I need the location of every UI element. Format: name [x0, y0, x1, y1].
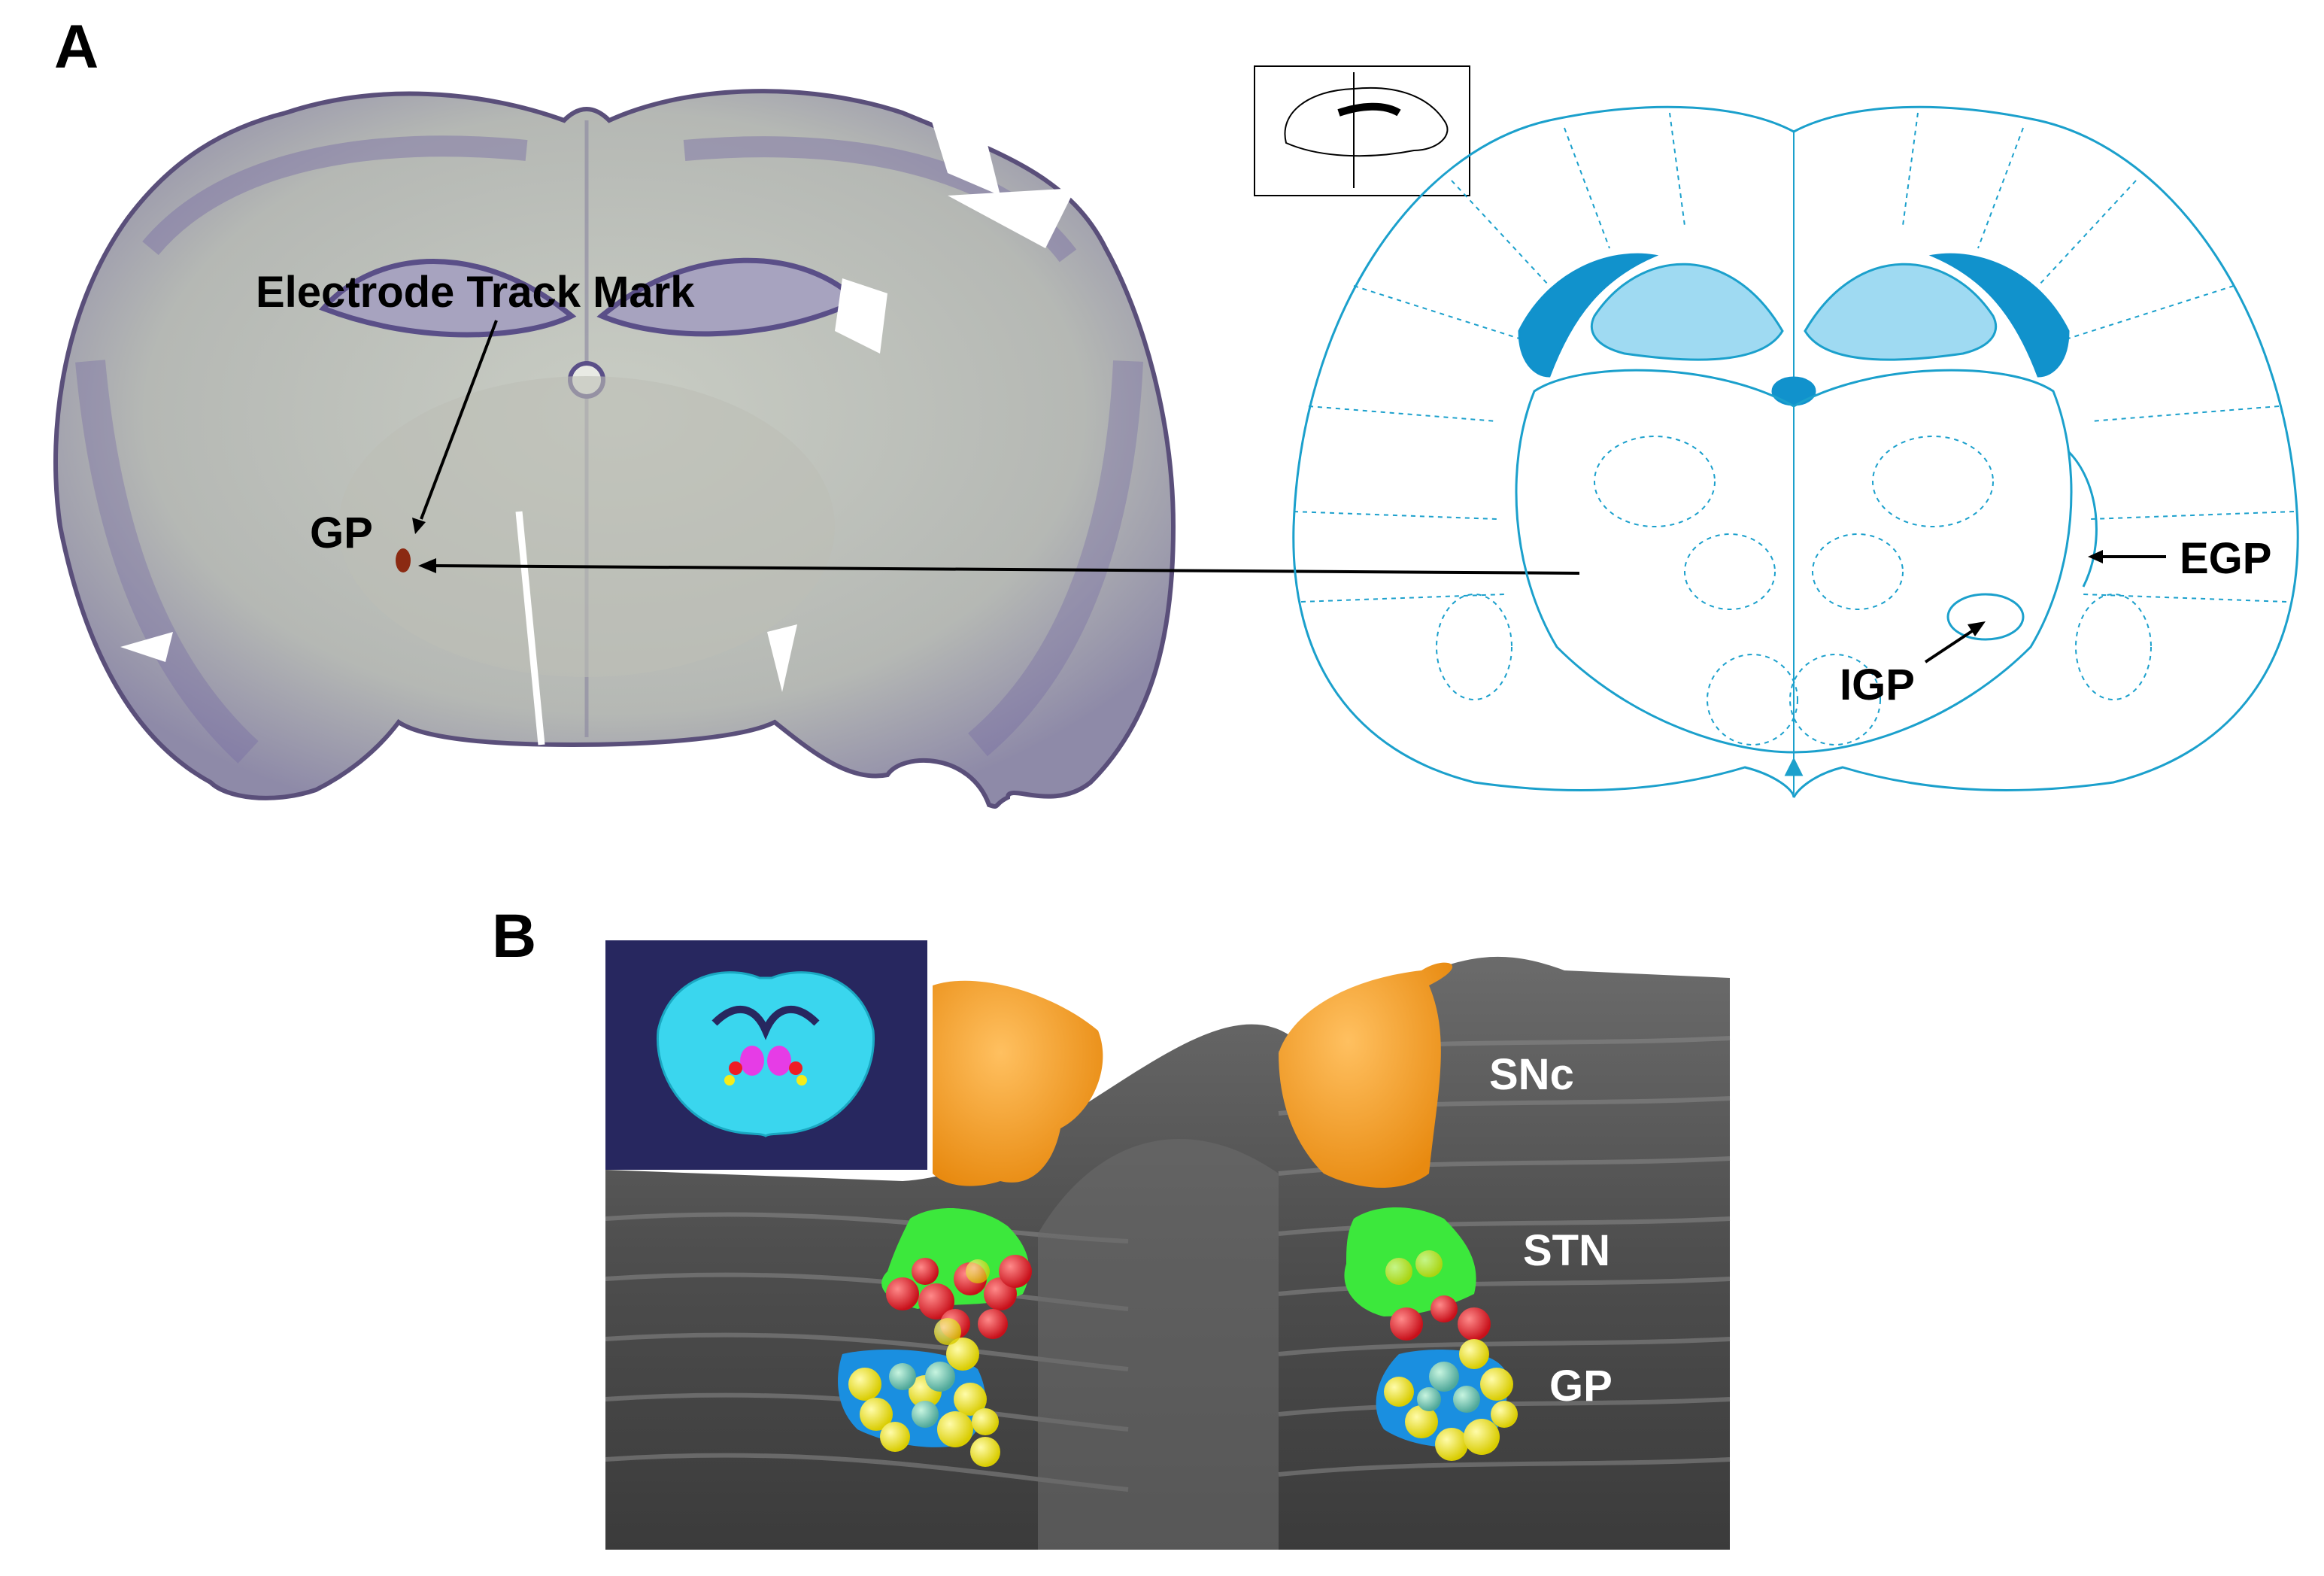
label-gp-3d: GP	[1549, 1362, 1613, 1411]
tissue-center-ridge	[1038, 1138, 1279, 1550]
correspondence-arrow-head	[418, 558, 436, 573]
histology-tear-2	[948, 188, 1076, 248]
atlas-thalamus-outline	[1515, 369, 2073, 754]
correspondence-arrow-line	[432, 564, 1580, 575]
histology-lesion-mark	[396, 548, 411, 572]
histology-outer-cortex-right	[968, 360, 1143, 757]
histology-tear-4	[120, 632, 173, 662]
histology-tear-1	[918, 75, 1000, 196]
atlas-plate	[1254, 65, 2299, 798]
track-pointer-line	[420, 320, 498, 520]
teal-markers	[889, 1362, 1480, 1428]
atlas-ventricle-right	[1928, 253, 2070, 378]
label-electrode-track: Electrode Track Mark	[256, 268, 695, 317]
inset-red-right	[789, 1061, 802, 1075]
atlas-egp-outline	[2067, 450, 2098, 588]
igp-pointer-line	[1924, 627, 1978, 663]
inset-magenta-left	[740, 1046, 764, 1076]
histology-section: Electrode Track Mark GP	[53, 75, 1176, 809]
atlas-cortex-lines-left	[1293, 112, 1685, 603]
egp-pointer-head	[2088, 550, 2103, 563]
histology-hippocampus-left	[319, 259, 577, 338]
label-snc: SNc	[1489, 1050, 1574, 1099]
red-markers	[886, 1255, 1491, 1341]
atlas-hippocampus-right	[1804, 263, 1998, 361]
inset-brain-inner	[711, 1006, 820, 1040]
panel-a: A Electrode Track Mark	[53, 13, 2299, 809]
histology-tear-line	[515, 511, 545, 745]
yellow-markers	[848, 1250, 1518, 1467]
inset-magenta-right	[767, 1046, 791, 1076]
atlas-cortex-lines-right	[1902, 112, 2295, 603]
atlas-brain-outline	[1292, 105, 2299, 798]
label-igp: IGP	[1840, 660, 1915, 709]
igp-pointer-head	[1968, 621, 1986, 636]
histology-outer-cortex-left	[75, 360, 259, 764]
snc-right	[1279, 962, 1453, 1188]
histology-tear-3	[835, 278, 887, 354]
label-gp-histology: GP	[310, 509, 373, 557]
atlas-ventricle-left	[1518, 253, 1659, 378]
inset-red-left	[729, 1061, 742, 1075]
atlas-hippocampus-left	[1590, 263, 1784, 361]
label-egp: EGP	[2180, 534, 2272, 583]
panel-b-letter: B	[492, 902, 536, 970]
panel-a-letter: A	[54, 13, 99, 81]
atlas-bottom-notch	[1784, 757, 1804, 776]
atlas-inset-structure	[1337, 102, 1401, 117]
atlas-third-ventricle	[1771, 376, 1816, 406]
track-pointer-head	[412, 518, 426, 534]
inset-yellow-left	[724, 1075, 735, 1086]
label-stn: STN	[1523, 1226, 1610, 1275]
panel-b: B	[492, 902, 1731, 1550]
atlas-inset-brain	[1284, 87, 1449, 157]
inset-brain	[656, 971, 875, 1137]
atlas-reference-inset	[1254, 65, 1470, 196]
atlas-igp-outline	[1946, 593, 2025, 641]
histology-tear-5	[767, 624, 797, 692]
stn-right	[1344, 1207, 1476, 1316]
atlas-nuclei	[1436, 436, 2152, 745]
inset-yellow-right	[796, 1075, 807, 1086]
panel-b-inset	[605, 940, 927, 1170]
histology-thalamus	[338, 376, 835, 677]
snc-left	[933, 980, 1103, 1186]
